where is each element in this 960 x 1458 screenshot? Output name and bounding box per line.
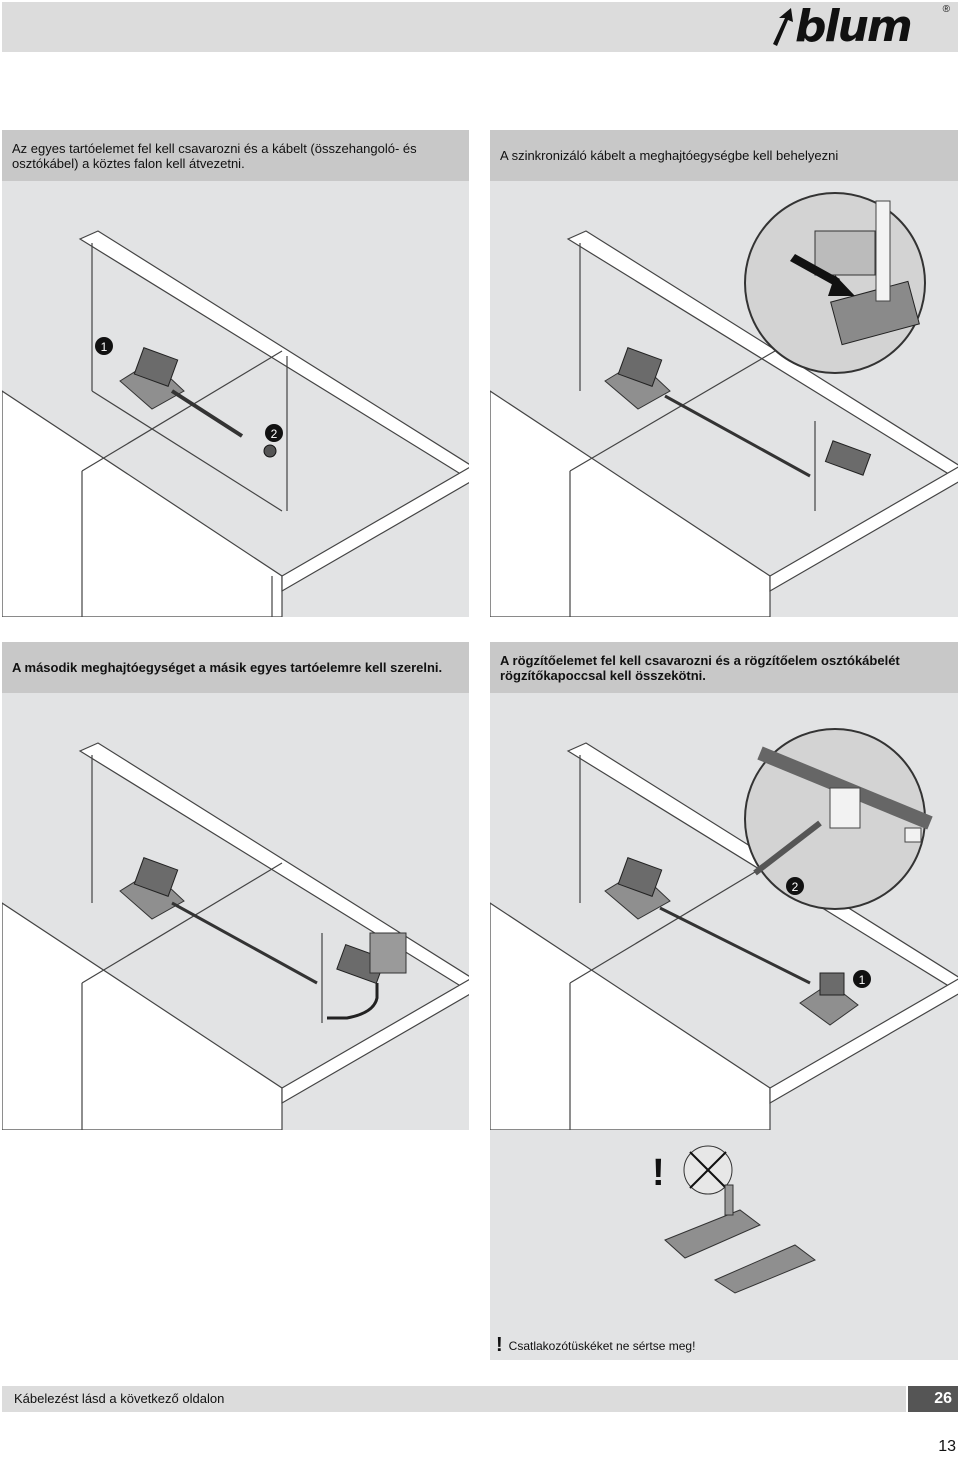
warning-exclamation: ! (496, 1334, 503, 1356)
blum-logo: blum ® (765, 1, 950, 52)
step-3-text: A második meghajtóegységet a másik egyes… (12, 660, 443, 675)
drive-unit-icon (604, 857, 671, 920)
illustration-step-4: 1 2 (490, 693, 958, 1130)
page-number: 13 (938, 1438, 956, 1455)
drive-unit-icon (119, 347, 185, 410)
step-4-text: A rögzítőelemet fel kell csavarozni és a… (500, 652, 900, 683)
step-1-header: Az egyes tartóelemet fel kell csavarozni… (2, 130, 469, 181)
footer-bar (2, 1386, 906, 1412)
page-reference-badge: 26 (908, 1386, 958, 1412)
step-4-header: A rögzítőelemet fel kell csavarozni és a… (490, 642, 958, 693)
brand-name: blum (795, 1, 913, 52)
step-3-header: A második meghajtóegységet a másik egyes… (2, 642, 469, 693)
damaged-pin-detail-icon (683, 1145, 733, 1195)
callout-1: 1 (101, 340, 108, 354)
drive-unit-icon (119, 857, 185, 920)
illustration-step-1: 1 2 (2, 181, 469, 617)
warning-panel: ! ! Csatlakozótüskéket ne sértse meg! (490, 1130, 958, 1360)
callout-2: 2 (792, 880, 799, 894)
drive-unit-icon (604, 347, 671, 410)
footer-reference-text: Kábelezést lásd a következő oldalon (14, 1391, 225, 1406)
second-drive-unit-icon (336, 932, 407, 985)
top-bar (2, 2, 958, 52)
illustration-step-2 (490, 181, 958, 617)
detail-magnifier (744, 728, 933, 910)
warning-text: Csatlakozótüskéket ne sértse meg! (508, 1338, 696, 1353)
step-1-text: Az egyes tartóelemet fel kell csavarozni… (12, 140, 417, 171)
callout-1: 1 (859, 973, 866, 987)
illustration-step-3 (2, 693, 469, 1130)
detail-magnifier (744, 192, 926, 374)
warning-mark: ! (652, 1152, 665, 1194)
registered-mark: ® (942, 4, 950, 15)
locking-element-icon (799, 972, 859, 1026)
warning-note: ! Csatlakozótüskéket ne sértse meg! (496, 1334, 695, 1357)
callout-2: 2 (271, 427, 278, 441)
step-2-header: A szinkronizáló kábelt a meghajtóegységb… (490, 130, 958, 181)
second-drive-unit-icon (824, 440, 872, 476)
logo-arrow-icon (773, 8, 793, 46)
step-2-text: A szinkronizáló kábelt a meghajtóegységb… (500, 148, 839, 163)
